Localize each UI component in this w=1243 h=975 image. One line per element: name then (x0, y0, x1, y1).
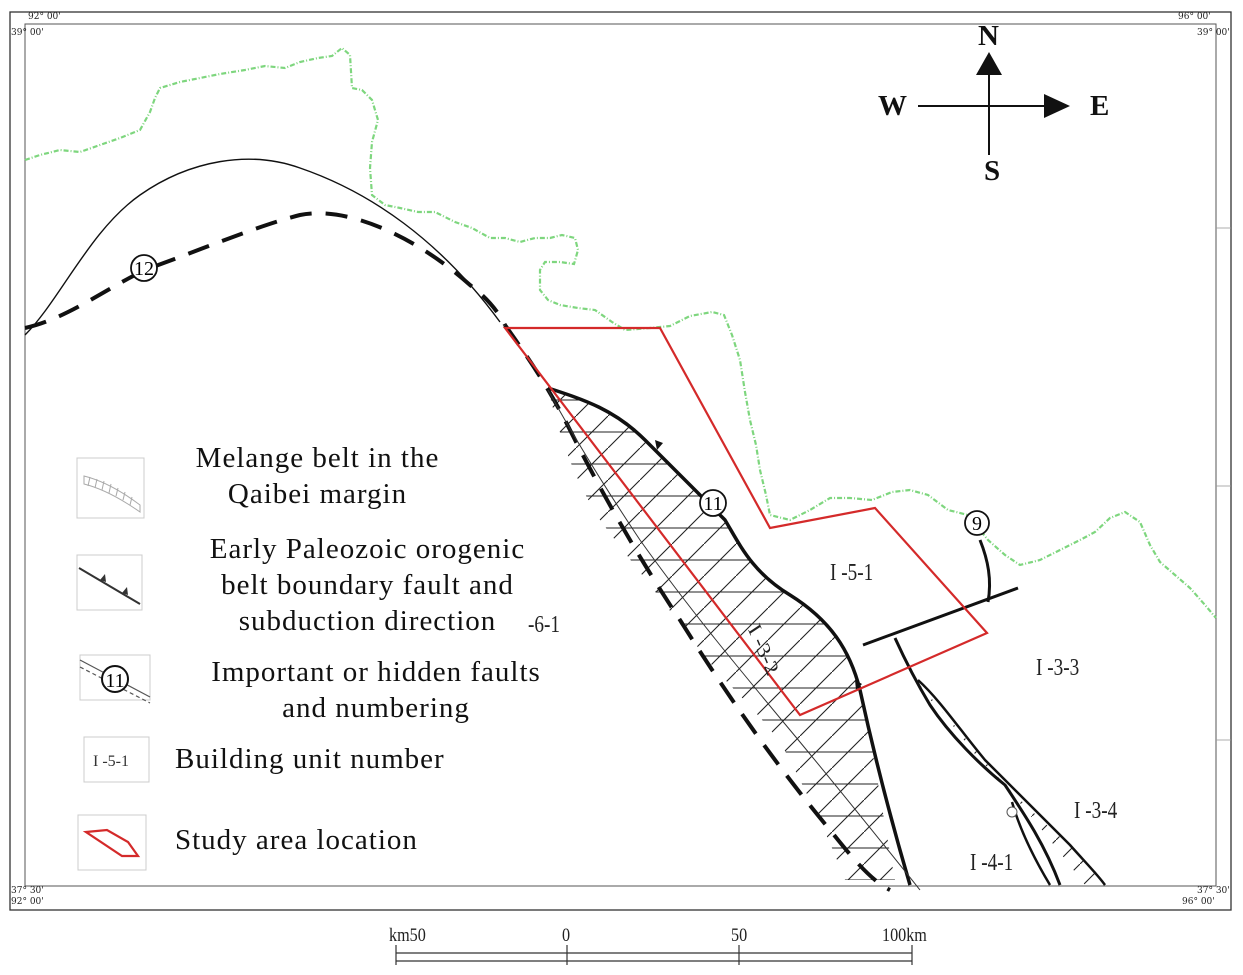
fault-12-marker (130, 254, 158, 282)
corner-bl-lon: 92° 00' (11, 897, 44, 907)
corner-tr-lat: 39° 00' (1197, 28, 1230, 38)
fault-12-number: 12 (134, 258, 154, 280)
fault-cross (862, 586, 1019, 647)
unit-label-5-1: I -5-1 (830, 560, 874, 586)
map-inner-frame (24, 23, 1217, 887)
corner-br-lon: 96° 00' (1182, 897, 1215, 907)
unit-label-3-3: I -3-3 (1036, 655, 1080, 681)
legend-icon-study-area (77, 814, 147, 871)
corner-br-lat: 37° 30' (1197, 886, 1230, 896)
corner-tl-lat: 39° 00' (11, 28, 44, 38)
unit-label-4-1: I -4-1 (970, 850, 1014, 876)
province-boundary (24, 46, 1217, 619)
corner-tr-lon: 96° 00' (1178, 12, 1211, 22)
fault-11-marker (699, 489, 727, 517)
fault-9 (978, 539, 992, 603)
corner-bl-lat: 37° 30' (11, 886, 44, 896)
compass-north-label: N (978, 20, 999, 52)
fault-9-marker (964, 510, 990, 536)
fault-east-1 (893, 637, 1062, 886)
legend-icon-faults: 11 (79, 654, 151, 704)
study-area (502, 326, 989, 717)
east-belt-boundary (917, 679, 1107, 886)
svg-text:I -5-1: I -5-1 (93, 753, 129, 770)
belt-inner-fault (547, 389, 921, 891)
compass-south-label: S (984, 155, 1001, 187)
svg-text:11: 11 (105, 670, 124, 692)
legend-study-area-text: Study area location (175, 824, 418, 856)
legend-icon-orogenic (76, 554, 143, 611)
compass-west-label: W (878, 90, 907, 122)
melange-belt (548, 388, 895, 880)
unit-label-3-4: I -3-4 (1074, 798, 1118, 824)
legend-faults-text: Important or hidden faults and numbering (211, 656, 541, 724)
scale-label-0: 0 (562, 925, 571, 946)
compass-north-arrow (976, 52, 1002, 75)
scale-label-50: 50 (731, 925, 748, 946)
compass-east-arrow (1044, 94, 1070, 118)
legend-orogenic-text: Early Paleozoic orogenic belt boundary f… (209, 533, 526, 637)
corner-tl-lon: 92° 00' (28, 12, 61, 22)
scale-bar (395, 945, 913, 965)
legend-melange-text: Melange belt in the Qaibei margin (195, 442, 440, 510)
legend-icon-unit: I -5-1 (83, 736, 150, 783)
belt-east-boundary (547, 386, 912, 886)
fault-12-dashed (24, 211, 507, 330)
scale-label-100km: 100km (882, 925, 927, 946)
fault-11-number: 11 (703, 493, 722, 515)
compass-east-label: E (1090, 90, 1110, 122)
legend-icon-melange (76, 457, 145, 519)
fault-12-solid (24, 158, 501, 336)
fault-9-number: 9 (972, 513, 982, 535)
scale-label-km50: km50 (389, 925, 426, 946)
unit-label-6-1: -6-1 (528, 612, 560, 638)
map-frame (9, 11, 1232, 911)
legend-unit-text: Building unit number (175, 743, 445, 775)
